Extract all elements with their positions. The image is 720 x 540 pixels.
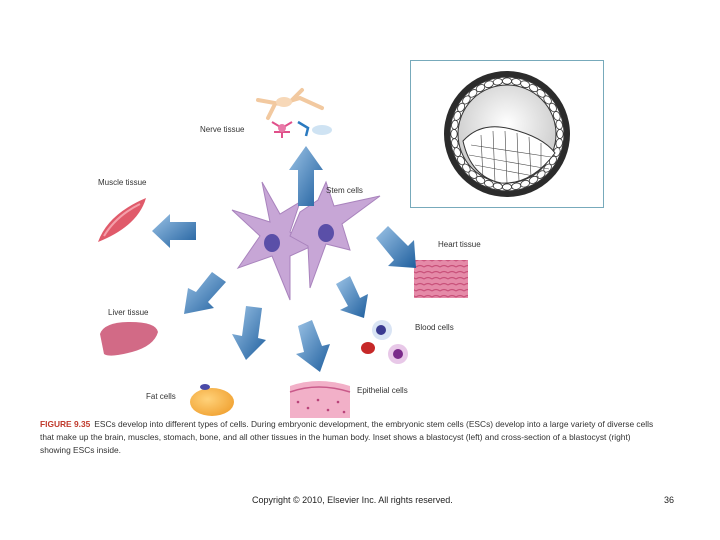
page-number: 36 [664,495,675,505]
arrow-down [296,320,330,372]
trophoblast-cell [556,128,564,139]
blastocyst-inset [410,60,604,208]
nerve-tissue-illustration [256,88,332,138]
fat-cell-illustration [190,384,234,416]
arrow-up [289,146,323,206]
trophoblast-cell [555,119,563,130]
muscle-tissue-illustration [98,198,146,242]
liver-tissue-illustration [100,322,158,356]
blastocyst-illustration [444,71,570,197]
arrow-left [152,214,196,248]
stem-cells-illustration [231,180,381,301]
caption-text: ESCs develop into different types of cel… [40,419,654,455]
arrow-down-right [336,276,368,318]
arrow-left-down [184,272,226,314]
trophoblast-cell [450,128,458,139]
label-blood-cells: Blood cells [415,323,454,332]
differentiation-arrows [152,146,416,372]
label-muscle-tissue: Muscle tissue [98,178,147,187]
trophoblast-cell [501,183,512,191]
label-heart-tissue: Heart tissue [438,240,481,249]
label-fat-cells: Fat cells [146,392,176,401]
figure-number: FIGURE 9.35 [40,419,91,429]
copyright-notice: Copyright © 2010, Elsevier Inc. All righ… [252,495,453,505]
epithelial-cells-illustration [289,381,351,418]
arrow-right-down [376,226,416,268]
blood-cells-illustration [361,320,408,364]
heart-tissue-illustration [414,260,468,298]
label-epithelial-cells: Epithelial cells [357,386,408,395]
trophoblast-cell [502,77,513,85]
label-nerve-tissue: Nerve tissue [200,125,245,134]
label-liver-tissue: Liver tissue [108,308,149,317]
label-stem-cells: Stem cells [326,186,363,195]
arrow-down-left [232,306,266,360]
